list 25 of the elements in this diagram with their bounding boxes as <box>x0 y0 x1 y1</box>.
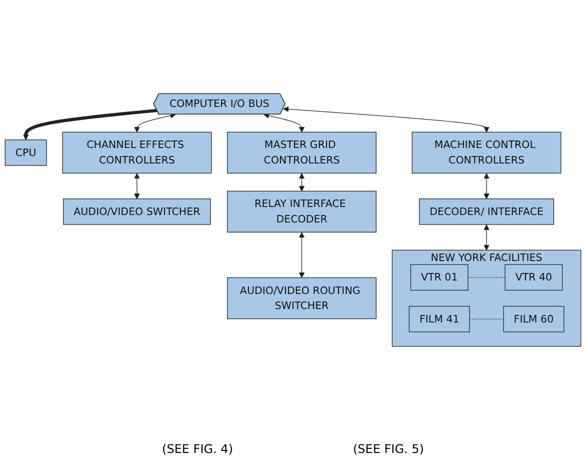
connector <box>468 277 506 278</box>
arrow <box>484 224 490 250</box>
node-box: AUDIO/VIDEO ROUTING SWITCHER <box>227 277 376 320</box>
node-box: MASTER GRID CONTROLLERS <box>227 132 376 174</box>
node-box: DECODER/ INTERFACE <box>419 198 554 225</box>
arrow <box>134 112 176 132</box>
node-box: VTR 40 <box>504 264 563 291</box>
arrow <box>264 112 305 132</box>
connector <box>469 318 504 320</box>
arrow <box>298 173 305 192</box>
figure-reference-note: (SEE FIG. 5) <box>353 442 424 456</box>
node-box: FILM 60 <box>503 306 564 332</box>
node-box: MACHINE CONTROL CONTROLLERS <box>412 132 562 174</box>
arrow <box>283 106 490 132</box>
node-box: FILM 41 <box>408 306 470 332</box>
node-box: CPU <box>4 140 47 166</box>
arrow <box>23 108 158 140</box>
arrow <box>134 173 140 200</box>
node-box: RELAY INTERFACE DECODER <box>227 190 376 232</box>
node-box: AUDIO/VIDEO SWITCHER <box>63 198 211 225</box>
node-box: VTR 01 <box>410 264 468 291</box>
arrow <box>298 232 305 278</box>
arrow <box>484 173 490 200</box>
node-box: CHANNEL EFFECTS CONTROLLERS <box>62 132 212 174</box>
figure-reference-note: (SEE FIG. 4) <box>162 442 233 456</box>
